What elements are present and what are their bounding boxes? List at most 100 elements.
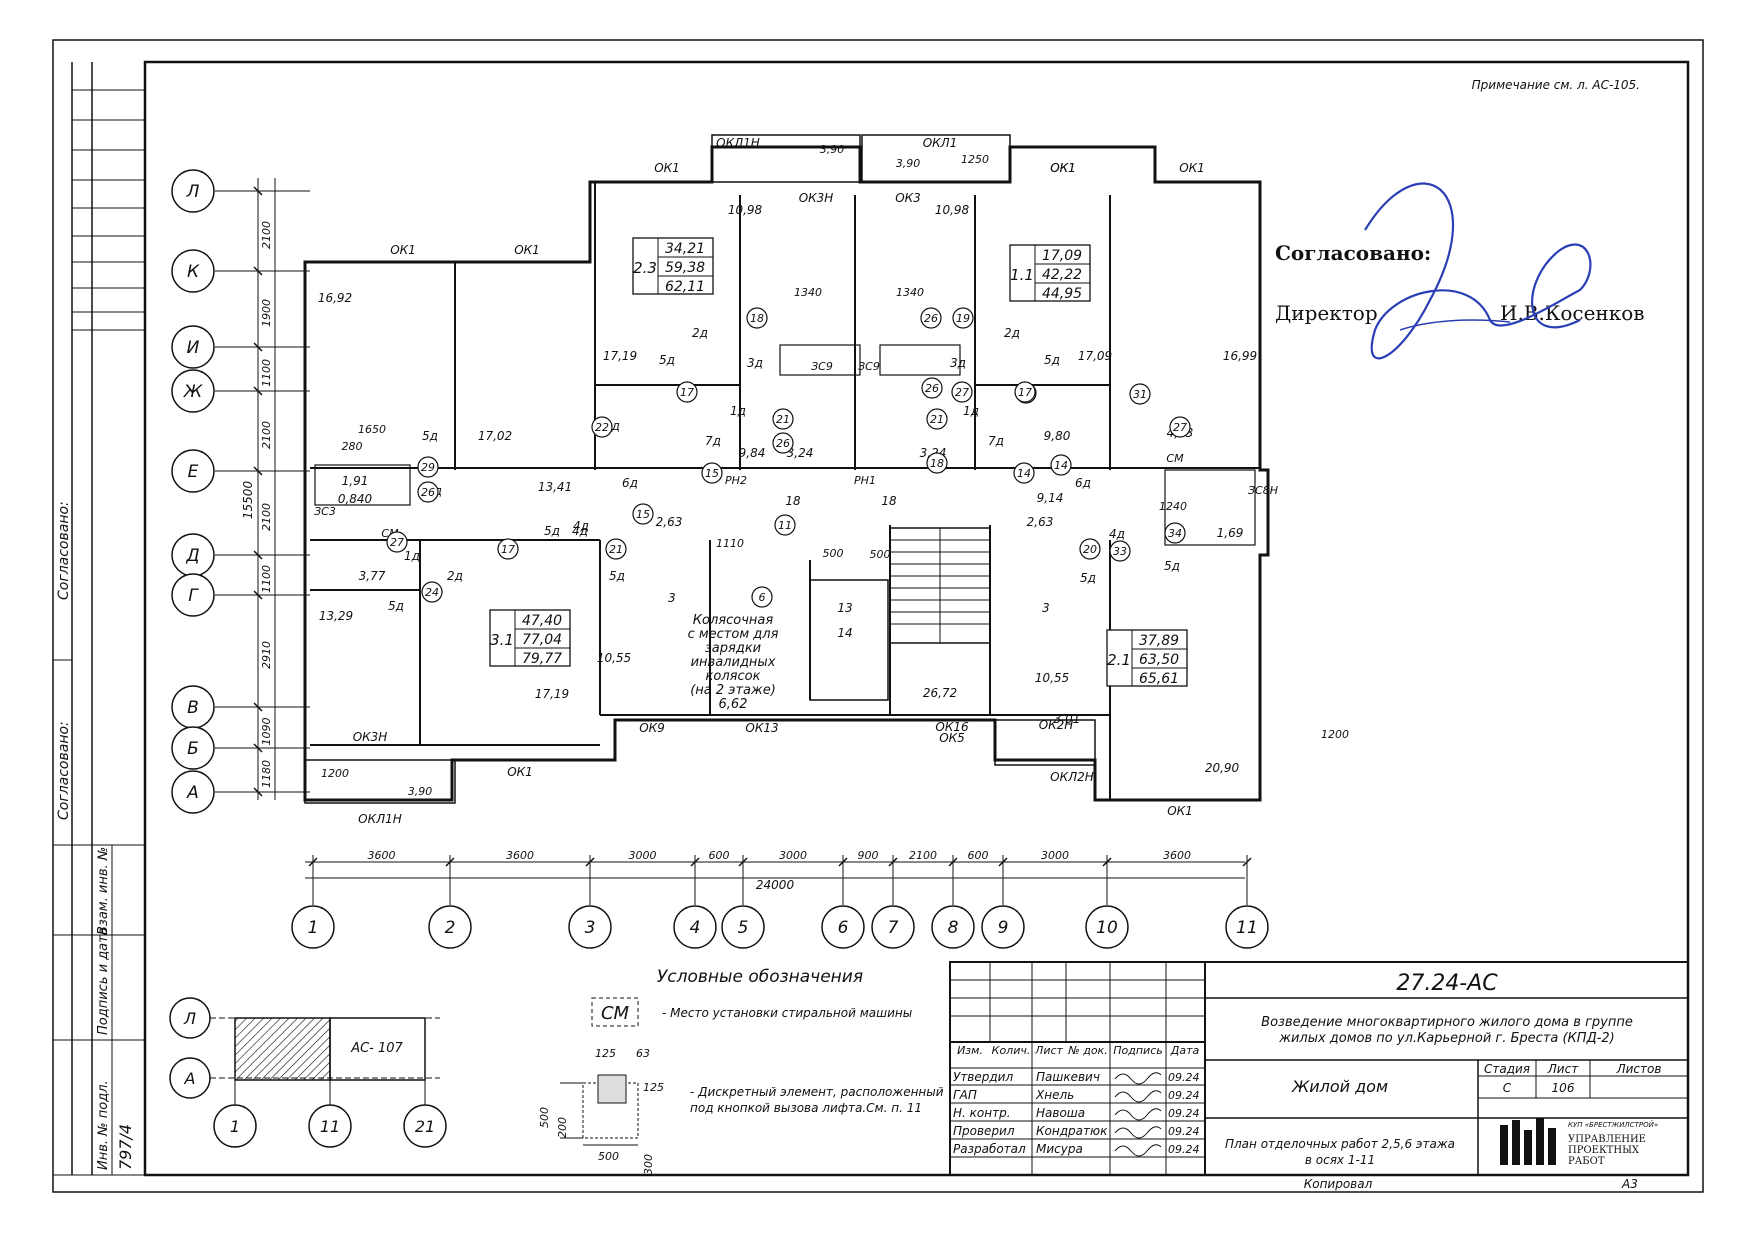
- window-mark-label: ОК1: [514, 243, 540, 257]
- key-col-circle: [403, 1104, 447, 1148]
- balcony-okl2n-bottom: [994, 719, 1096, 766]
- disc-dim-6: 500: [598, 1150, 619, 1163]
- apartment-rooms: 1.1: [1010, 266, 1034, 284]
- window-mark-label: ОКЛ2Н: [1050, 770, 1094, 784]
- row-dim-6: 2910: [260, 641, 273, 669]
- door-mark-label: 5д: [544, 524, 560, 538]
- col-dim-6: 2100: [909, 849, 937, 862]
- finish-circle-label: 27: [1173, 421, 1187, 434]
- finish-circle-label: 22: [595, 421, 609, 434]
- col-axis-label-11: 11: [1236, 918, 1258, 938]
- apartment-boxes: 2.334,2159,3862,111.117,0942,2244,953.14…: [489, 237, 1188, 687]
- row-axis-label-Л: Л: [186, 182, 200, 202]
- inv-number: 797/4: [116, 1124, 135, 1170]
- col-axis-circle: [1225, 905, 1269, 949]
- door-mark-labels: 2д3д5д1д7д6д4д5д2д3д5д1д7д6д4д5д5д5д1д1д…: [388, 326, 1180, 613]
- finish-circle: [591, 416, 613, 438]
- apartment-rooms: 2.1: [1107, 651, 1131, 669]
- finish-circle: [921, 377, 943, 399]
- col-axis-label-7: 7: [888, 918, 899, 938]
- finish-circle-label: 27: [390, 536, 404, 549]
- signatory-name: Навоша: [1036, 1106, 1085, 1120]
- stroller-num-a: 3: [668, 591, 676, 605]
- row-dim-tick: [253, 702, 263, 712]
- row-axis-label-А: А: [186, 783, 199, 803]
- room-area-label: 9,84: [739, 446, 766, 460]
- stroller-line-5: колясок: [706, 669, 761, 684]
- dimension-label: 1110: [716, 537, 744, 550]
- row-dim-tick: [253, 342, 263, 352]
- row-dim-tick: [253, 186, 263, 196]
- finish-circle: [1013, 462, 1035, 484]
- room-area-label: 16,99: [1223, 349, 1257, 363]
- row-dim-3: 2100: [260, 421, 273, 449]
- signatory-date: 09.24: [1168, 1125, 1200, 1138]
- door-mark-label: 5д: [388, 599, 404, 613]
- col-axis-circle: [931, 905, 975, 949]
- door-mark-label: 4д: [1109, 527, 1125, 541]
- col-dim-tick: [738, 857, 748, 867]
- window-mark-label: ОКЛ1Н: [716, 136, 760, 150]
- row-axis-circle: [171, 169, 215, 213]
- staircase: [889, 527, 991, 644]
- window-mark-label: ОК3: [895, 191, 921, 205]
- finish-circle-label: 14: [1054, 459, 1068, 472]
- col-dim-tick: [308, 857, 318, 867]
- col-dim-3: 600: [709, 849, 730, 862]
- inv-repl-label: Взам. инв. №: [96, 847, 111, 935]
- lift-shaft: [809, 579, 889, 701]
- org-name-4: РАБОТ: [1568, 1156, 1605, 1167]
- finish-circle: [497, 538, 519, 560]
- format-label: А3: [1621, 1177, 1638, 1191]
- finish-circle-label: 20: [1083, 543, 1097, 556]
- window-mark-label: ОК13: [745, 721, 778, 735]
- sheet-note: Примечание см. л. АС-105.: [1472, 78, 1640, 92]
- col-axis-circle: [291, 905, 335, 949]
- room-area-label: 2,63: [656, 515, 683, 529]
- finish-circle-label: 17: [680, 386, 694, 399]
- finish-circle-label: 33: [1113, 545, 1127, 558]
- door-mark-label: 7д: [988, 434, 1004, 448]
- col-dim-tick: [838, 857, 848, 867]
- apartment-area: 63,50: [1139, 652, 1179, 668]
- signatory-date: 09.24: [1168, 1107, 1200, 1120]
- cm-symbol-box: [591, 997, 639, 1027]
- dimension-label: ЗС9: [811, 360, 833, 373]
- window-mark-label: ОК1: [507, 765, 533, 779]
- finish-circle-label: 26: [925, 382, 939, 395]
- finish-circle: [1169, 416, 1191, 438]
- room-area-label: 0,840: [338, 492, 373, 506]
- col-axis-label-4: 4: [690, 918, 701, 938]
- signatory-name: Кондратюк: [1036, 1124, 1108, 1138]
- col-dim-8: 3000: [1041, 849, 1069, 862]
- sign-date-label: Подпись и дата: [96, 927, 111, 1035]
- room-area-label: 13,29: [319, 609, 353, 623]
- apartment-area: 47,40: [522, 613, 562, 629]
- sheet-header: Лист: [1547, 1062, 1579, 1076]
- column-axes: 24000: [305, 861, 1245, 892]
- door-mark-label: 5д: [1044, 353, 1060, 367]
- finish-circle: [926, 452, 948, 474]
- agreed-label-2: Согласовано:: [56, 721, 72, 820]
- finish-circle: [751, 586, 773, 608]
- title-block-header: Колич.: [992, 1044, 1031, 1057]
- stroller-line-1: Колясочная: [693, 613, 774, 628]
- window-mark-label: ОК2Н: [1039, 718, 1074, 732]
- row-axis-label-В: В: [187, 698, 199, 718]
- apartment-rooms: 2.3: [633, 259, 657, 277]
- signatory-signature: [1114, 1072, 1162, 1085]
- finish-circle: [926, 408, 948, 430]
- row-dim-tick: [253, 386, 263, 396]
- room-area-label: 16,92: [318, 291, 352, 305]
- door-mark-label: 6д: [622, 476, 638, 490]
- inner-frame: [143, 60, 1690, 1177]
- door-mark-label: 5д: [1080, 571, 1096, 585]
- room-area-label: 1,69: [1217, 526, 1244, 540]
- disc-description-1: - Дискретный элемент, расположенный: [690, 1085, 944, 1099]
- balcony-okl1n-bottom: [304, 759, 456, 804]
- finish-circle-label: 24: [425, 586, 439, 599]
- row-axis-circle: [171, 770, 215, 814]
- finish-circle-label: 17: [1018, 386, 1032, 399]
